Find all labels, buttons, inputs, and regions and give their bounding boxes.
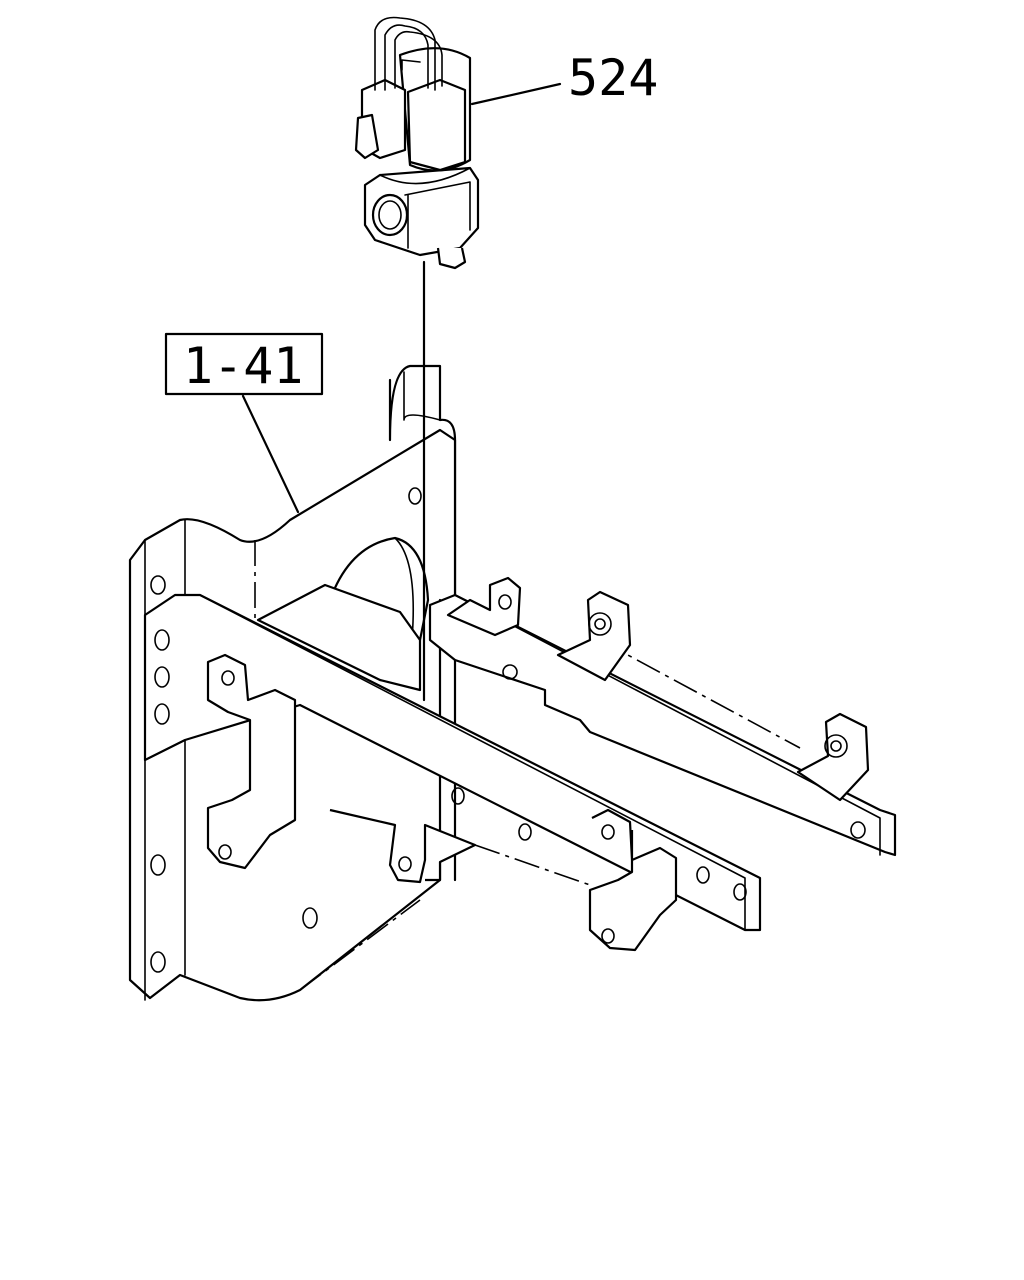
- wire: [384, 24, 429, 91]
- rear-post: [388, 364, 457, 882]
- hole: [302, 907, 318, 929]
- hole: [518, 823, 532, 841]
- front-arm: [143, 593, 762, 932]
- bracket-assembly: [128, 364, 897, 1002]
- u-bracket-left: [206, 653, 297, 870]
- nut: [824, 734, 848, 758]
- leader-line-524: [470, 82, 562, 106]
- bolt: [436, 247, 467, 270]
- hole: [154, 629, 170, 651]
- connector-housing: [406, 78, 467, 172]
- hole: [451, 787, 465, 805]
- tab-bracket: [446, 576, 522, 637]
- nut-bracket: [556, 590, 632, 682]
- callout-524: 524: [470, 49, 658, 107]
- wire: [394, 30, 443, 89]
- hole: [696, 866, 710, 884]
- part-number-label: 524: [568, 49, 658, 107]
- callout-1-41: 1-41: [164, 332, 324, 514]
- wedge-block: [256, 583, 422, 692]
- hole: [733, 883, 747, 901]
- hex-body: [363, 166, 480, 257]
- clip: [354, 113, 380, 160]
- u-bracket-middle: [329, 808, 477, 884]
- pressure-switch: [354, 16, 480, 270]
- hole: [850, 821, 866, 839]
- wire: [374, 16, 436, 91]
- leader-line-1-41: [241, 394, 300, 514]
- u-bracket-right: [588, 808, 678, 952]
- hole: [154, 666, 170, 688]
- hole: [408, 487, 422, 505]
- rear-arm: [428, 593, 897, 857]
- hole: [150, 951, 166, 973]
- port-hole: [371, 193, 409, 237]
- hole: [502, 664, 518, 680]
- nut: [588, 612, 612, 636]
- reference-label: 1-41: [183, 337, 303, 395]
- hole: [150, 575, 166, 595]
- reference-box: [164, 332, 324, 396]
- hole: [150, 854, 166, 876]
- hole: [154, 703, 170, 725]
